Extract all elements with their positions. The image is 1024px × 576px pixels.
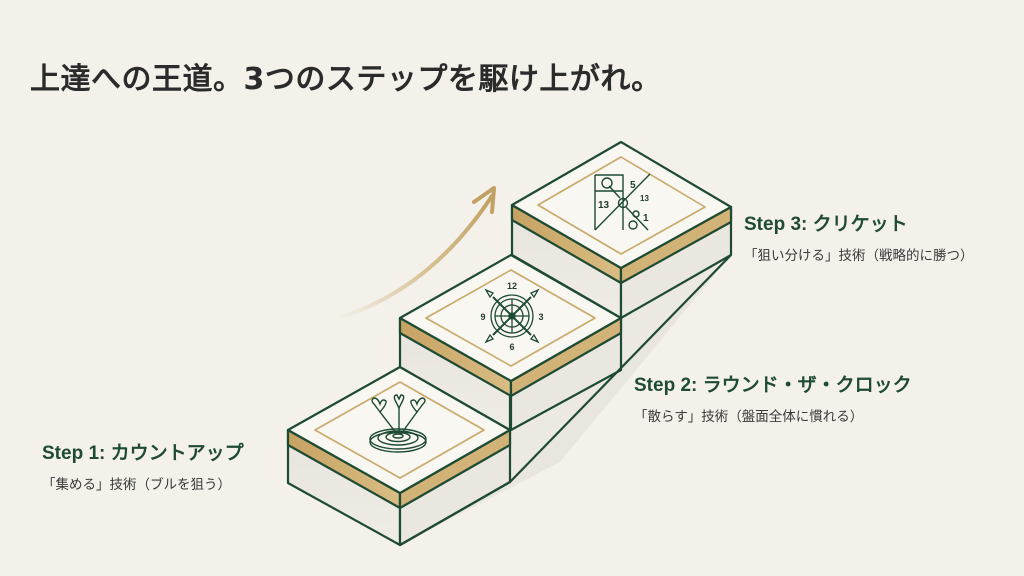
dartboard-clock-icon — [484, 288, 540, 344]
svg-text:6: 6 — [509, 342, 514, 352]
svg-text:12: 12 — [507, 281, 517, 291]
step-2-description: 「散らす」技術（盤面全体に慣れる） — [634, 409, 864, 425]
svg-text:3: 3 — [538, 312, 543, 322]
step-1-description: 「集める」技術（ブルを狙う） — [42, 477, 231, 493]
clock-numbers: 12 3 6 9 — [480, 281, 543, 352]
step-3-block — [510, 140, 733, 320]
step-2-title: Step 2: ラウンド・ザ・クロック — [634, 375, 912, 396]
step-3-label: Step 3: クリケット 「狙い分ける」技術（戦略的に勝つ） — [744, 209, 974, 264]
cricket-numbers: 5 13 1 13 — [598, 180, 649, 224]
step-1-title: Step 1: カウントアップ — [42, 443, 244, 464]
step-3-title: Step 3: クリケット — [744, 214, 908, 235]
svg-text:1: 1 — [643, 213, 649, 224]
svg-text:13: 13 — [598, 200, 610, 211]
page-title: 上達への王道。3つのステップを駆け上がれ。 — [30, 62, 662, 97]
upward-arrow-icon — [336, 186, 496, 320]
darts-in-bullseye-icon — [369, 394, 427, 453]
step-2-label: Step 2: ラウンド・ザ・クロック 「散らす」技術（盤面全体に慣れる） — [634, 370, 912, 425]
svg-text:9: 9 — [480, 312, 485, 322]
step-3-description: 「狙い分ける」技術（戦略的に勝つ） — [744, 248, 974, 264]
svg-text:5: 5 — [630, 180, 636, 191]
cricket-scoreboard-icon — [594, 173, 651, 231]
step-1-label: Step 1: カウントアップ 「集める」技術（ブルを狙う） — [42, 438, 244, 493]
svg-text:13: 13 — [640, 194, 649, 203]
